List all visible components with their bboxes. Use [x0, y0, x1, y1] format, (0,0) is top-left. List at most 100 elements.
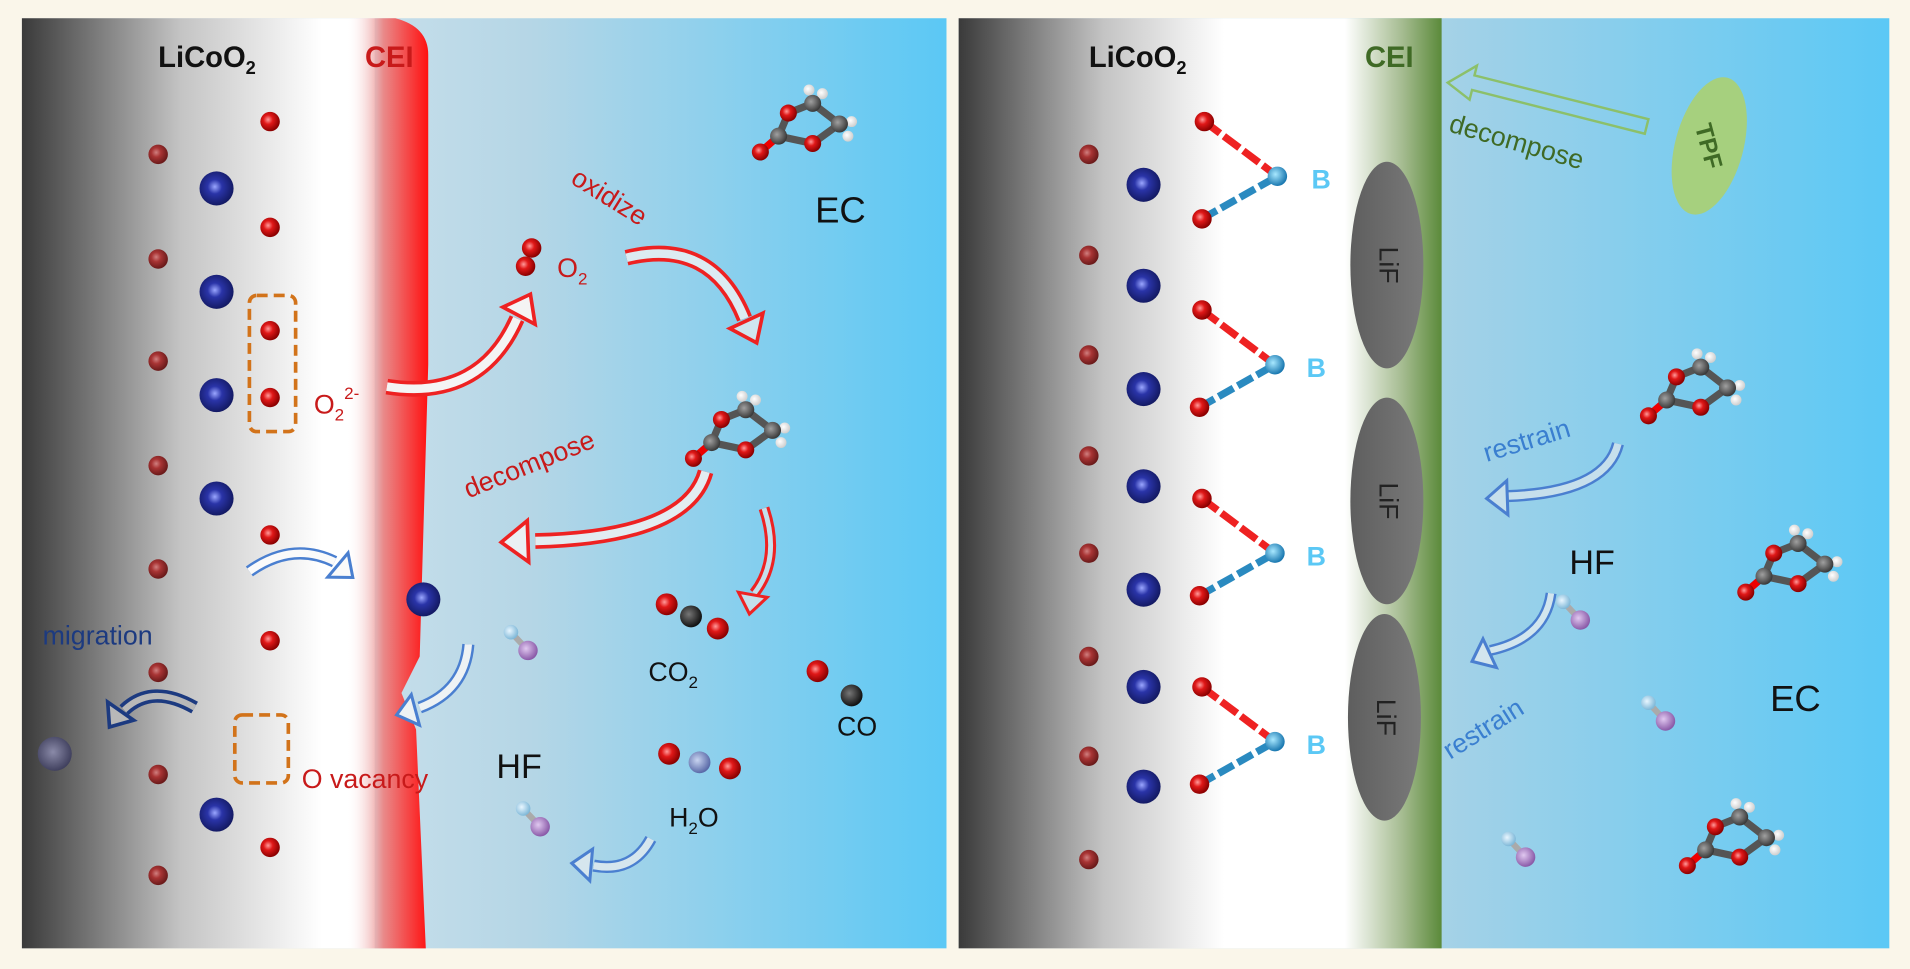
tpf-additive: TPF: [1671, 77, 1747, 215]
left-panel: LiCoO2 CEI O22- O2 oxidize EC decompose …: [21, 18, 947, 949]
dissolved-cobalt-atom: [406, 582, 441, 617]
oxygen-atom: [260, 217, 280, 238]
migrated-cobalt-atom: [37, 736, 72, 771]
boron-label: B: [1307, 353, 1326, 383]
lif-particle: LiF: [1350, 397, 1424, 605]
ec-label-left: EC: [815, 190, 866, 231]
oxygen-label: O2: [557, 253, 587, 288]
borate-group: B: [1190, 300, 1326, 417]
h2o-atom: [688, 751, 711, 774]
cei-layer-red: [346, 18, 429, 949]
hf-attack-arrow: [394, 643, 475, 728]
cobalt-atom: [1126, 268, 1161, 303]
migration-arrow: [105, 689, 198, 730]
migration-label: migration: [43, 620, 153, 650]
oxygen-atom: [260, 631, 280, 651]
oxygen-atom: [260, 320, 280, 341]
lif-label: LiF: [1374, 246, 1404, 283]
oxygen-atom: [260, 837, 280, 858]
lif-particle: LiF: [1347, 613, 1421, 821]
hf-fluorine-atom: [530, 817, 550, 837]
cobalt-atom: [1126, 669, 1161, 704]
oxygen-atom: [260, 111, 280, 132]
cei-label: CEI: [1365, 42, 1414, 74]
cobalt-atom: [1126, 167, 1161, 202]
hf-fluorine-atom: [518, 640, 538, 661]
migration-to-cei-arrow: [245, 547, 355, 580]
co2-label: CO2: [648, 657, 698, 692]
lattice-oxygen-atom: [148, 351, 168, 371]
hf-hydrogen-atom: [1555, 594, 1571, 610]
cobalt-atom: [1126, 769, 1161, 804]
cobalt-atom: [1126, 572, 1161, 607]
right-atoms: [1079, 144, 1676, 870]
lattice-oxygen-atom: [1079, 144, 1099, 165]
cobalt-atom: [199, 481, 234, 516]
co-label: CO: [837, 712, 877, 742]
co-oxygen-atom: [806, 660, 829, 683]
lattice-oxygen-atom: [148, 455, 168, 476]
lattice-oxygen-atom: [1079, 543, 1099, 563]
o-vacancy-label: O vacancy: [302, 764, 429, 794]
lattice-oxygen-atom: [1079, 849, 1099, 870]
boron-label: B: [1307, 730, 1326, 760]
lattice-oxygen-atom: [1079, 746, 1099, 766]
lattice-oxygen-atom: [1079, 646, 1099, 667]
cobalt-atom: [199, 171, 234, 206]
hf-hydrogen-atom: [515, 801, 531, 816]
o-vacancy-dashed-box: [232, 713, 291, 785]
cathode-region: [21, 18, 375, 949]
decompose-arrow-left: [498, 469, 714, 566]
hf-fluorine-atom: [1655, 711, 1676, 731]
lattice-oxygen-atom: [148, 249, 168, 269]
o2-atom: [515, 256, 536, 276]
co2-oxygen-atom: [655, 593, 678, 616]
restrain-arrow-ec: [1484, 441, 1624, 518]
o2-atom: [521, 238, 542, 258]
cei-label: CEI: [365, 42, 414, 74]
hf-label-right: HF: [1569, 544, 1614, 582]
co2-carbon-atom: [680, 605, 702, 628]
release-arrow: [385, 291, 538, 397]
oxygen-atom: [260, 387, 280, 408]
lif-particle: LiF: [1350, 161, 1424, 369]
boron-label: B: [1307, 541, 1326, 571]
cathode-label: LiCoO2: [1089, 42, 1187, 78]
borate-group: B: [1190, 677, 1326, 794]
hf-hydrogen-atom: [503, 624, 519, 640]
lattice-oxygen-atom: [148, 559, 168, 579]
peroxide-label: O22-: [314, 384, 359, 425]
hf-hydrogen-atom: [1501, 831, 1516, 847]
lattice-oxygen-atom: [1079, 345, 1099, 365]
product-arrow: [735, 506, 777, 617]
hf-label-left: HF: [496, 748, 541, 786]
h2o-atom: [718, 757, 741, 780]
lattice-oxygen-atom: [148, 865, 168, 886]
lattice-oxygen-atom: [1079, 446, 1099, 466]
oxygen-atom: [260, 525, 280, 545]
lattice-oxygen-atom: [148, 144, 168, 165]
co2-oxygen-atom: [706, 617, 729, 640]
peroxide-dashed-box: [247, 293, 298, 434]
cobalt-atom: [199, 797, 234, 832]
borate-group: B: [1192, 112, 1331, 229]
cathode-label: LiCoO2: [158, 42, 256, 78]
cobalt-atom: [1126, 372, 1161, 407]
lattice-oxygen-atom: [148, 764, 168, 785]
oxidize-arrow: [624, 245, 766, 346]
hf-hydrogen-atom: [1641, 695, 1656, 711]
cobalt-atom: [1126, 469, 1161, 504]
h2o-label: H2O: [669, 803, 719, 838]
hf-fluorine-atom: [1570, 610, 1591, 630]
h2o-to-hf-arrow: [569, 835, 657, 884]
cobalt-atom: [199, 274, 234, 309]
boron-label: B: [1311, 164, 1330, 194]
borate-group: B: [1190, 489, 1326, 606]
ec-label-right: EC: [1770, 678, 1821, 719]
right-panel: LiCoO2 CEI LiF LiF LiF TPF decompose res…: [958, 18, 1890, 949]
tpf-decompose-arrow: [1445, 63, 1650, 136]
lif-label: LiF: [1374, 482, 1404, 519]
lif-label: LiF: [1371, 699, 1401, 736]
h2o-atom: [658, 742, 681, 765]
